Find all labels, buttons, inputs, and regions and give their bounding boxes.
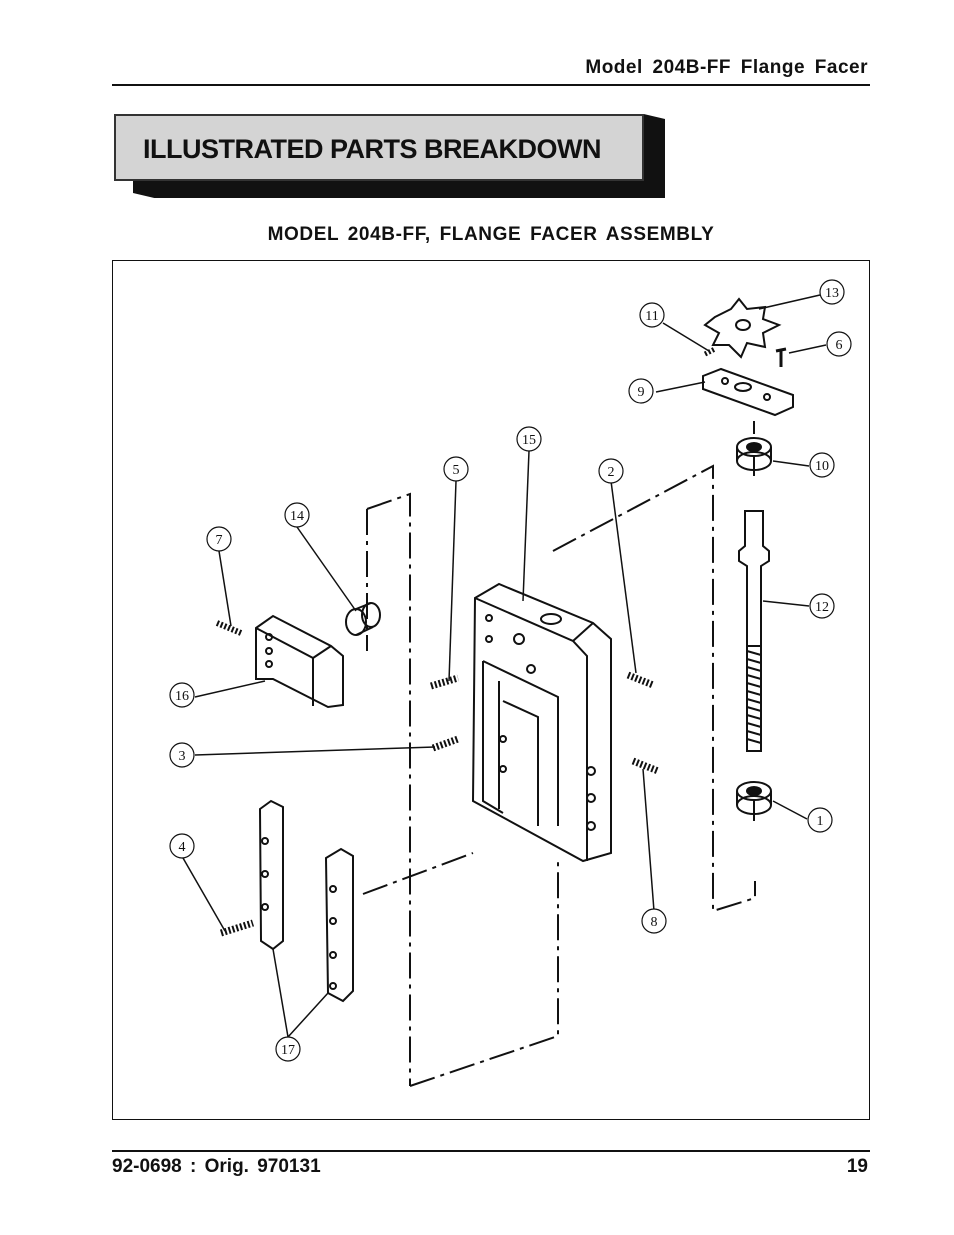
section-title: ILLUSTRATED PARTS BREAKDOWN	[143, 134, 601, 164]
footer-doc-number: 92-0698 : Orig. 970131	[112, 1156, 321, 1177]
part-11-pin	[703, 346, 717, 357]
callout-2: 2	[608, 465, 615, 480]
header-title: Model 204B-FF Flange Facer	[585, 57, 868, 78]
part-7-spring	[215, 620, 243, 636]
callout-14: 14	[290, 509, 304, 524]
part-12-leadscrew	[738, 510, 770, 752]
callout-11: 11	[645, 309, 658, 324]
part-10-bearing	[736, 437, 772, 471]
callout-12: 12	[815, 600, 829, 615]
part-9-plate	[702, 367, 794, 417]
part-8-screw	[631, 757, 660, 775]
callout-6: 6	[836, 338, 843, 353]
leader-lines	[182, 294, 827, 1038]
part-4-screw	[219, 919, 255, 937]
footer-page-number: 19	[846, 1156, 868, 1177]
callout-5: 5	[453, 463, 460, 478]
part-1-bearing	[736, 781, 772, 815]
callout-circles	[169, 279, 852, 1062]
header-rule	[112, 84, 870, 86]
main-frame	[471, 582, 612, 863]
callout-7: 7	[216, 533, 223, 548]
callout-15: 15	[522, 433, 536, 448]
part-3-screw	[431, 735, 460, 752]
part-2-screw	[626, 671, 655, 689]
parts-diagram: 13 11 6 9 15 5 2 10 14 7 12 16 3 1 4 8 1…	[112, 260, 870, 1120]
figure-title: MODEL 204B-FF, FLANGE FACER ASSEMBLY	[267, 224, 715, 245]
callout-3: 3	[179, 749, 186, 764]
callout-13: 13	[825, 286, 839, 301]
part-17-gib-right	[324, 847, 354, 1003]
part-13-star-knob	[703, 297, 782, 359]
part-5-screw	[430, 674, 459, 690]
callout-8: 8	[651, 915, 658, 930]
section-banner: ILLUSTRATED PARTS BREAKDOWN	[114, 114, 644, 181]
callout-17: 17	[281, 1043, 295, 1058]
part-17-gib-left	[258, 799, 284, 951]
callout-4: 4	[179, 840, 186, 855]
callout-9: 9	[638, 385, 645, 400]
callout-1: 1	[817, 814, 824, 829]
footer-rule	[112, 1150, 870, 1152]
callout-16: 16	[175, 689, 189, 704]
assembly-line-left	[362, 492, 559, 1087]
callout-10: 10	[815, 459, 829, 474]
part-6-screw	[775, 347, 787, 367]
part-16-block	[255, 614, 344, 709]
part-14-bushing	[345, 602, 381, 636]
